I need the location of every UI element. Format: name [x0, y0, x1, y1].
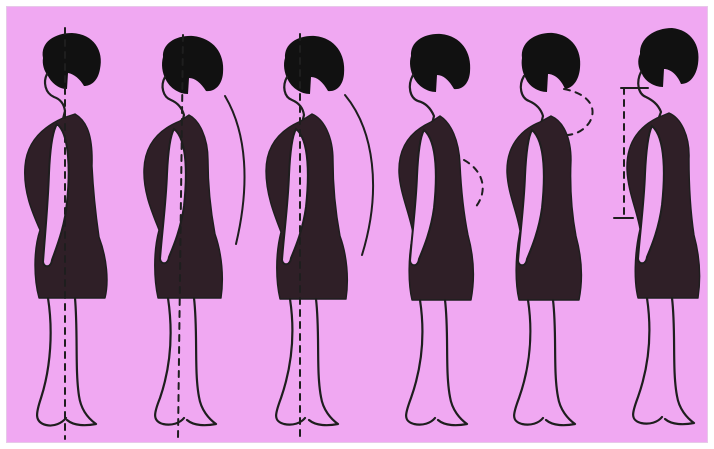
figure-2	[144, 35, 245, 438]
figure-6	[614, 28, 700, 424]
figure-3	[266, 34, 373, 438]
figure-1	[25, 28, 107, 439]
figure-4	[399, 34, 483, 425]
figure-5	[507, 33, 593, 425]
